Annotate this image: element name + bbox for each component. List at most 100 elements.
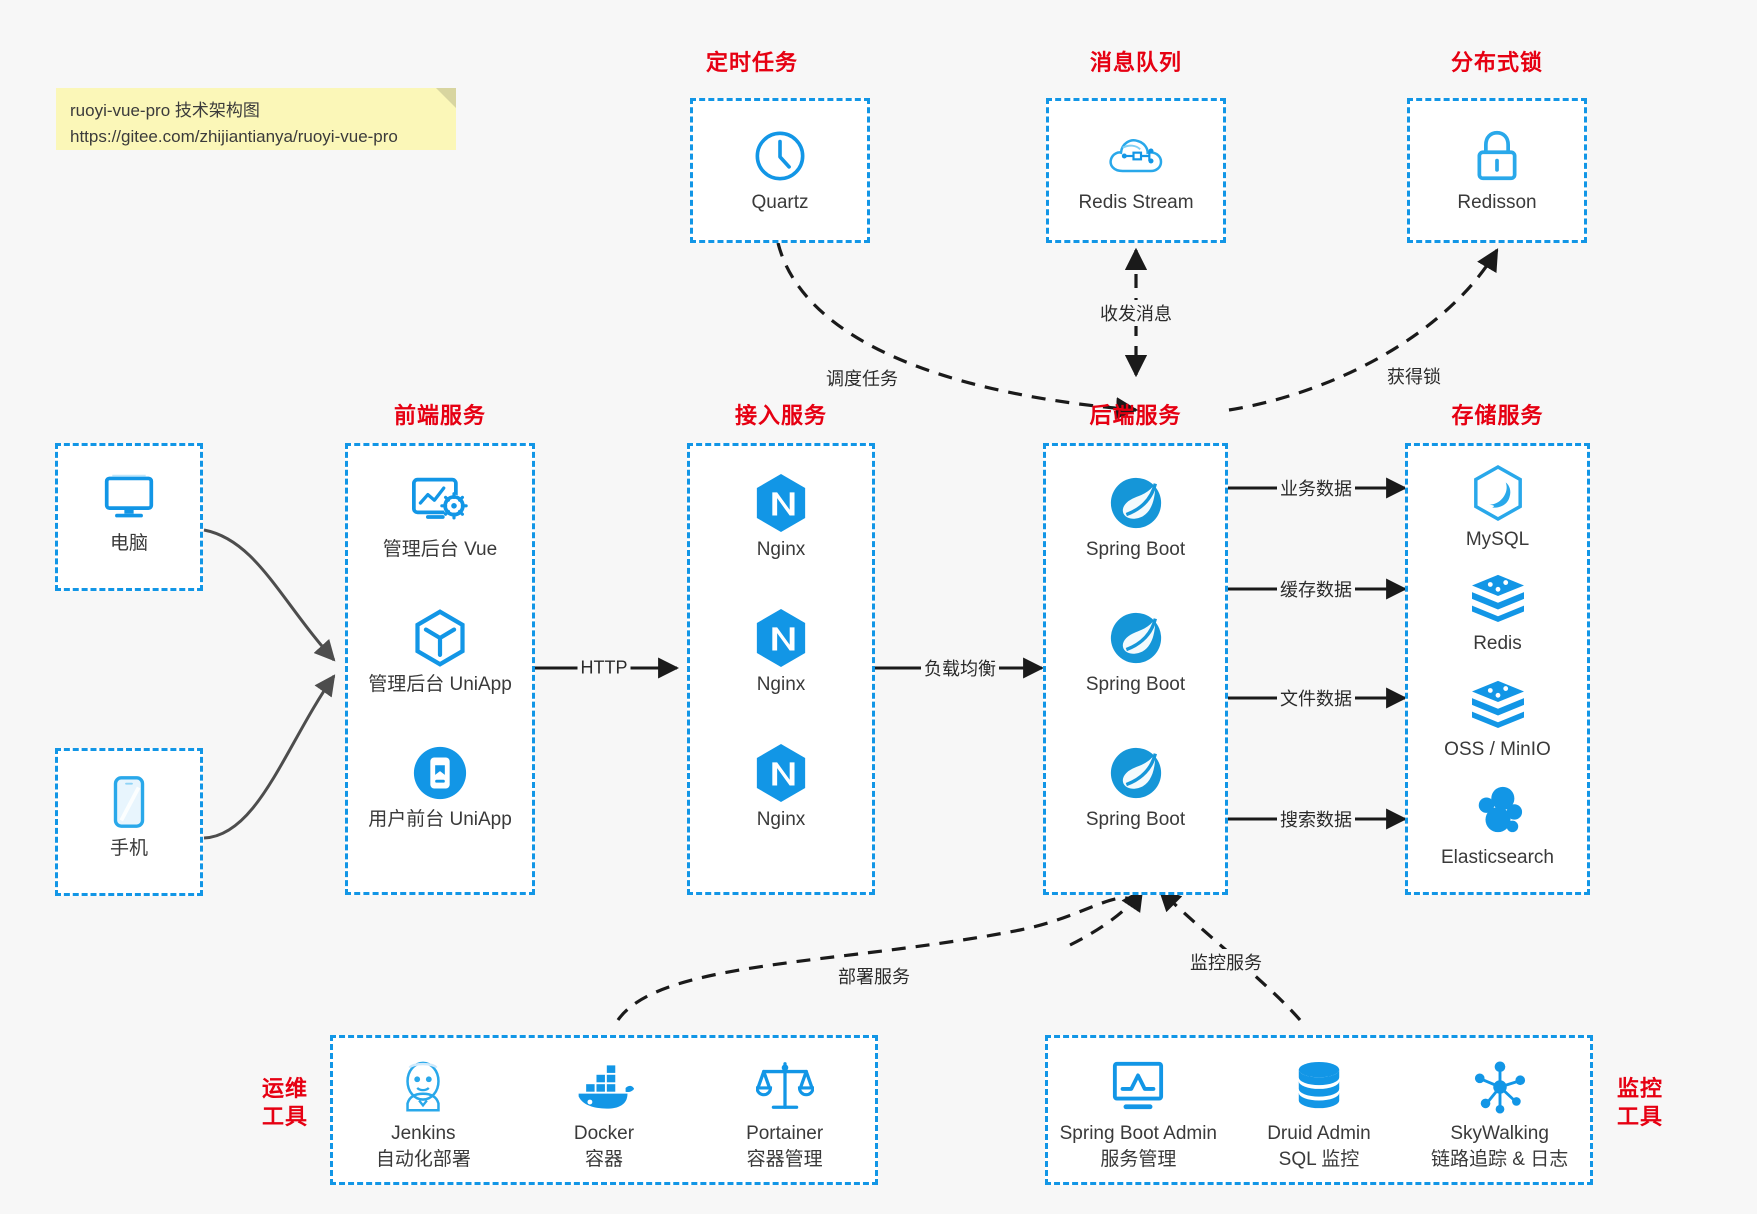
group-scheduler[interactable]: Quartz [690, 98, 870, 243]
node-redis[interactable]: Redis [1408, 568, 1587, 657]
node-sublabel: 服务管理 [1100, 1148, 1177, 1170]
node-label: 管理后台 Vue [382, 539, 498, 560]
edge-label-http: HTTP [577, 657, 631, 679]
node-redisson[interactable]: Redisson [1410, 127, 1584, 216]
nginx-icon [690, 609, 872, 667]
node-label: Spring Boot [1085, 809, 1186, 830]
group-title-storage: 存储服务 [1451, 403, 1544, 428]
node-label: Elasticsearch [1441, 847, 1554, 868]
clock-icon [693, 127, 867, 185]
group-lock[interactable]: Redisson [1407, 98, 1587, 243]
monitor-icon [58, 468, 200, 526]
node-label: Nginx [756, 539, 806, 560]
node-druid-admin[interactable]: Druid Admin SQL 监控 [1229, 1058, 1410, 1172]
node-label: MySQL [1465, 529, 1530, 550]
node-admin-uniapp[interactable]: 管理后台 UniApp [348, 609, 532, 698]
node-spring-boot-3[interactable]: Spring Boot [1046, 744, 1225, 833]
dashboard-gear-icon [348, 474, 532, 532]
node-mobile[interactable]: 手机 [58, 773, 200, 862]
skywalking-icon [1409, 1058, 1590, 1116]
node-user-uniapp[interactable]: 用户前台 UniApp [348, 744, 532, 833]
jenkins-icon [333, 1058, 514, 1116]
edge-label-business-data: 业务数据 [1277, 475, 1355, 501]
node-nginx-2[interactable]: Nginx [690, 609, 872, 698]
node-label: Redis [1473, 633, 1522, 654]
group-title-scheduler: 定时任务 [705, 50, 798, 75]
node-admin-vue[interactable]: 管理后台 Vue [348, 474, 532, 563]
group-client-mobile[interactable]: 手机 [55, 748, 203, 896]
redis-icon [1408, 568, 1587, 626]
edge-label-load-balance: 负载均衡 [921, 655, 999, 681]
nginx-icon [690, 744, 872, 802]
lock-icon [1410, 127, 1584, 185]
docker-icon [514, 1058, 695, 1116]
node-label: 电脑 [109, 533, 148, 554]
cube-icon [348, 609, 532, 667]
node-label: OSS / MinIO [1444, 739, 1551, 760]
node-portainer[interactable]: Portainer 容器管理 [694, 1058, 875, 1172]
group-devops[interactable]: Jenkins 自动化部署 [330, 1035, 878, 1185]
edge-label-cache-data: 缓存数据 [1277, 576, 1355, 602]
spring-icon [1046, 609, 1225, 667]
edge-label-schedule-task: 调度任务 [823, 365, 901, 391]
group-gateway[interactable]: Nginx Nginx Nginx [687, 443, 875, 895]
node-label: Spring Boot [1085, 539, 1186, 560]
node-mysql[interactable]: MySQL [1408, 464, 1587, 553]
elasticsearch-icon [1408, 782, 1587, 840]
node-sublabel: 容器管理 [746, 1148, 823, 1170]
node-sublabel: 容器 [584, 1148, 623, 1170]
group-title-lock: 分布式锁 [1450, 50, 1543, 75]
edge-label-mq: 收发消息 [1097, 300, 1175, 326]
app-circle-icon [348, 744, 532, 802]
node-elasticsearch[interactable]: Elasticsearch [1408, 782, 1587, 871]
note-line-2: https://gitee.com/zhijiantianya/ruoyi-vu… [70, 127, 398, 147]
mysql-icon [1408, 464, 1587, 522]
node-quartz[interactable]: Quartz [693, 127, 867, 216]
edge-label-file-data: 文件数据 [1277, 685, 1355, 711]
note-line-1: ruoyi-vue-pro 技术架构图 [70, 101, 260, 120]
node-label: Nginx [756, 809, 806, 830]
node-nginx-1[interactable]: Nginx [690, 474, 872, 563]
node-label: Portainer [746, 1123, 824, 1144]
group-title-gateway: 接入服务 [734, 403, 827, 428]
node-sublabel: 链路追踪 & 日志 [1431, 1148, 1569, 1170]
node-jenkins[interactable]: Jenkins 自动化部署 [333, 1058, 514, 1172]
node-oss-minio[interactable]: OSS / MinIO [1408, 674, 1587, 763]
node-label: Docker [573, 1123, 635, 1144]
edge-label-search-data: 搜索数据 [1277, 806, 1355, 832]
group-title-frontend: 前端服务 [393, 403, 486, 428]
node-pc[interactable]: 电脑 [58, 468, 200, 557]
note-fold-icon [436, 88, 456, 108]
node-spring-boot-1[interactable]: Spring Boot [1046, 474, 1225, 563]
node-label: 手机 [109, 838, 148, 859]
node-label: Quartz [751, 192, 809, 213]
group-mq[interactable]: Redis Stream [1046, 98, 1226, 243]
spring-icon [1046, 744, 1225, 802]
node-label: Jenkins [391, 1123, 456, 1144]
node-label: Druid Admin [1267, 1123, 1371, 1144]
node-sublabel: SQL 监控 [1278, 1148, 1360, 1170]
monitor-title-line-1: 监控 [1616, 1076, 1663, 1101]
node-label: 管理后台 UniApp [368, 674, 512, 695]
phone-icon [58, 773, 200, 831]
node-spring-boot-2[interactable]: Spring Boot [1046, 609, 1225, 698]
group-client-pc[interactable]: 电脑 [55, 443, 203, 591]
diagram-note: ruoyi-vue-pro 技术架构图 https://gitee.com/zh… [56, 88, 456, 150]
group-monitor[interactable]: Spring Boot Admin 服务管理 Druid Admin SQL 监… [1045, 1035, 1593, 1185]
node-spring-boot-admin[interactable]: Spring Boot Admin 服务管理 [1048, 1058, 1229, 1172]
node-redis-stream[interactable]: Redis Stream [1049, 127, 1223, 216]
node-label: 用户前台 UniApp [368, 809, 512, 830]
node-skywalking[interactable]: SkyWalking 链路追踪 & 日志 [1409, 1058, 1590, 1172]
group-frontend[interactable]: 管理后台 Vue 管理后台 UniApp 用户前台 UniApp [345, 443, 535, 895]
node-label: Redis Stream [1078, 192, 1194, 213]
node-nginx-3[interactable]: Nginx [690, 744, 872, 833]
node-docker[interactable]: Docker 容器 [514, 1058, 695, 1172]
edge-label-acquire-lock: 获得锁 [1384, 363, 1444, 389]
group-storage[interactable]: MySQL Redis [1405, 443, 1590, 895]
group-backend[interactable]: Spring Boot Spring Boot Spring Boot [1043, 443, 1228, 895]
group-title-mq: 消息队列 [1089, 50, 1182, 75]
monitor-title-line-2: 工具 [1616, 1103, 1663, 1129]
node-label: Nginx [756, 674, 806, 695]
edge-label-monitor-service: 监控服务 [1187, 949, 1265, 975]
